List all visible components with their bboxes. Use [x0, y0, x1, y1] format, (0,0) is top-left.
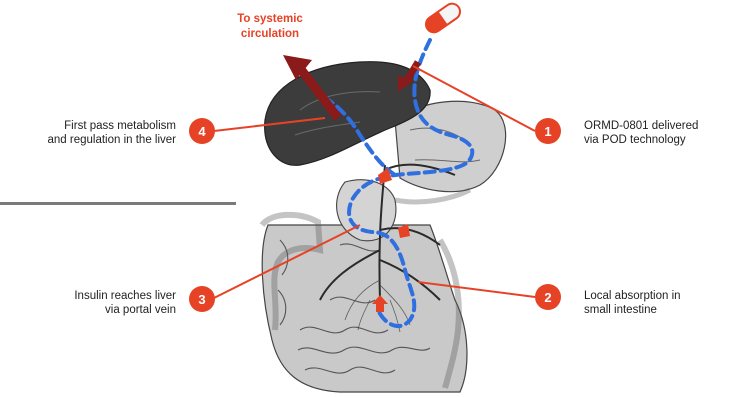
section-divider [0, 202, 236, 205]
step-1-badge: 1 [535, 118, 561, 144]
systemic-circulation-label: To systemic circulation [215, 12, 325, 42]
step-4-badge: 4 [189, 118, 215, 144]
step-1-label: ORMD-0801 delivered via POD technology [584, 119, 698, 147]
step-2-badge: 2 [535, 284, 561, 310]
systemic-circulation-line2: circulation [215, 27, 325, 42]
step-4-label: First pass metabolism and regulation in … [0, 119, 176, 147]
step-3-label: Insulin reaches liver via portal vein [20, 289, 176, 317]
systemic-circulation-line1: To systemic [215, 12, 325, 27]
step-2-label: Local absorption in small intestine [584, 289, 681, 317]
capsule-icon [423, 1, 463, 36]
step-3-badge: 3 [189, 286, 215, 312]
